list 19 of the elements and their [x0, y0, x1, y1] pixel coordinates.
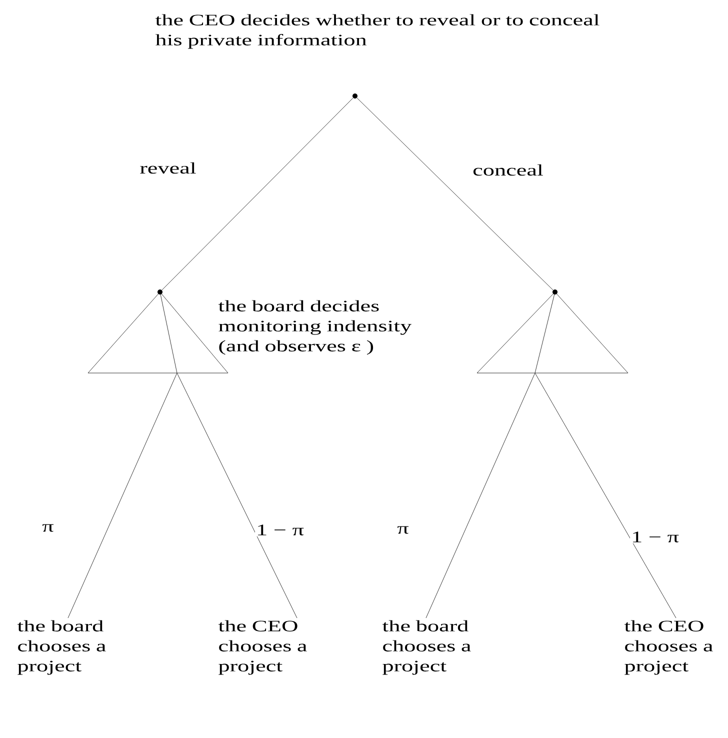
leaf-label: the board chooses a project — [17, 620, 106, 675]
tree-branch — [534, 373, 676, 618]
edge-label: conceal — [472, 163, 544, 177]
node-caption: the CEO decides whether to reveal or to conceal his private information — [155, 14, 600, 49]
tree-branch — [162, 98, 354, 290]
edge-label: π — [396, 525, 410, 535]
annotation-text: the board decides monitoring indensity (and observes ε ) — [218, 300, 412, 355]
edge-label: 1 − π — [255, 524, 305, 536]
tree-branch — [68, 373, 178, 618]
leaf-label: the CEO chooses a project — [218, 620, 307, 675]
edge-label: 1 − π — [630, 530, 680, 544]
tree-branch — [176, 373, 298, 618]
leaf-label: the CEO chooses a project — [624, 620, 713, 675]
tree-branch — [426, 373, 536, 618]
leaf-label: the board chooses a project — [382, 620, 471, 675]
edge-label: π — [41, 523, 55, 533]
tree-branch — [356, 98, 554, 290]
edge-label: reveal — [138, 161, 198, 175]
information-set-triangle — [476, 292, 628, 374]
